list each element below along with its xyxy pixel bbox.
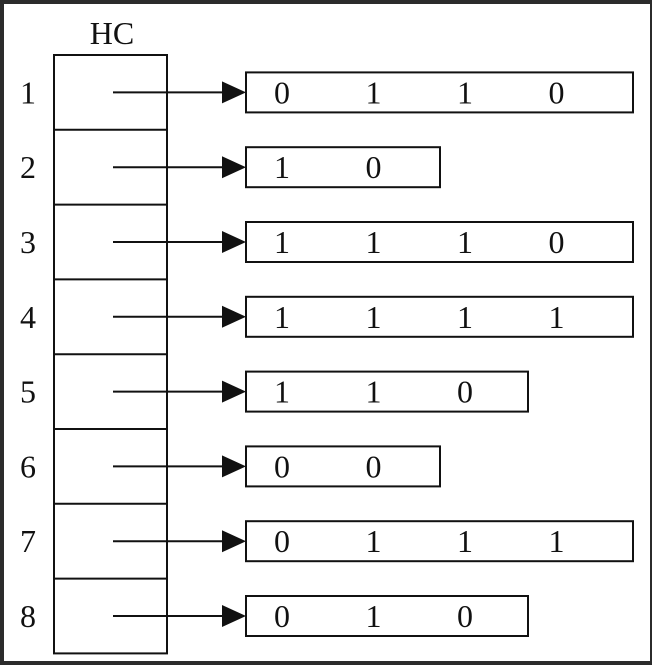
row-index-label: 1 (20, 74, 36, 110)
arrowhead-icon (222, 605, 246, 627)
code-bit: 1 (366, 598, 382, 634)
code-box (245, 71, 634, 114)
row-index-label: 4 (20, 299, 36, 335)
code-bit: 1 (549, 299, 565, 335)
code-bit: 0 (274, 598, 290, 634)
code-bit: 1 (366, 523, 382, 559)
arrowhead-icon (222, 455, 246, 478)
code-box (245, 520, 634, 563)
arrowhead-icon (222, 81, 246, 104)
code-bit: 1 (274, 224, 290, 260)
hc-title: HC (90, 15, 134, 51)
row-index-label: 8 (20, 598, 36, 634)
code-box (245, 295, 634, 338)
hc-rows: 1 0 1 1 0 2 1 0 3 1 1 1 0 4 1 1 1 1 5 1 1 0 6 0 0 7 0 1 1 1 8 0 1 0 (20, 54, 634, 655)
row-index-label: 2 (20, 149, 36, 185)
code-bit: 1 (274, 149, 290, 185)
arrowhead-icon (222, 305, 246, 328)
code-bit: 0 (274, 448, 290, 484)
code-bit: 1 (457, 74, 473, 110)
code-bit: 1 (366, 299, 382, 335)
code-box (245, 595, 529, 637)
diagram-panel (4, 4, 650, 661)
code-bit: 0 (457, 598, 473, 634)
code-box (245, 370, 529, 413)
row-index-label: 7 (20, 523, 36, 559)
code-bit: 1 (366, 374, 382, 410)
code-bit: 0 (549, 74, 565, 110)
code-bit: 0 (366, 448, 382, 484)
arrowhead-icon (222, 156, 246, 179)
code-box (245, 221, 634, 263)
row-index-label: 5 (20, 374, 36, 410)
code-bit: 1 (274, 299, 290, 335)
code-bit: 1 (274, 374, 290, 410)
arrowhead-icon (222, 231, 246, 253)
code-bit: 1 (457, 299, 473, 335)
code-bit: 0 (549, 224, 565, 260)
arrowhead-icon (222, 380, 246, 403)
row-index-label: 6 (20, 448, 36, 484)
code-bit: 1 (366, 224, 382, 260)
arrowhead-icon (222, 530, 246, 553)
code-bit: 1 (549, 523, 565, 559)
code-bit: 0 (457, 374, 473, 410)
code-bit: 0 (366, 149, 382, 185)
row-index-label: 3 (20, 224, 36, 260)
code-bit: 0 (274, 523, 290, 559)
code-box (245, 146, 441, 189)
code-bit: 0 (274, 74, 290, 110)
code-bit: 1 (457, 523, 473, 559)
code-bit: 1 (366, 74, 382, 110)
code-box (245, 445, 441, 488)
code-bit: 1 (457, 224, 473, 260)
